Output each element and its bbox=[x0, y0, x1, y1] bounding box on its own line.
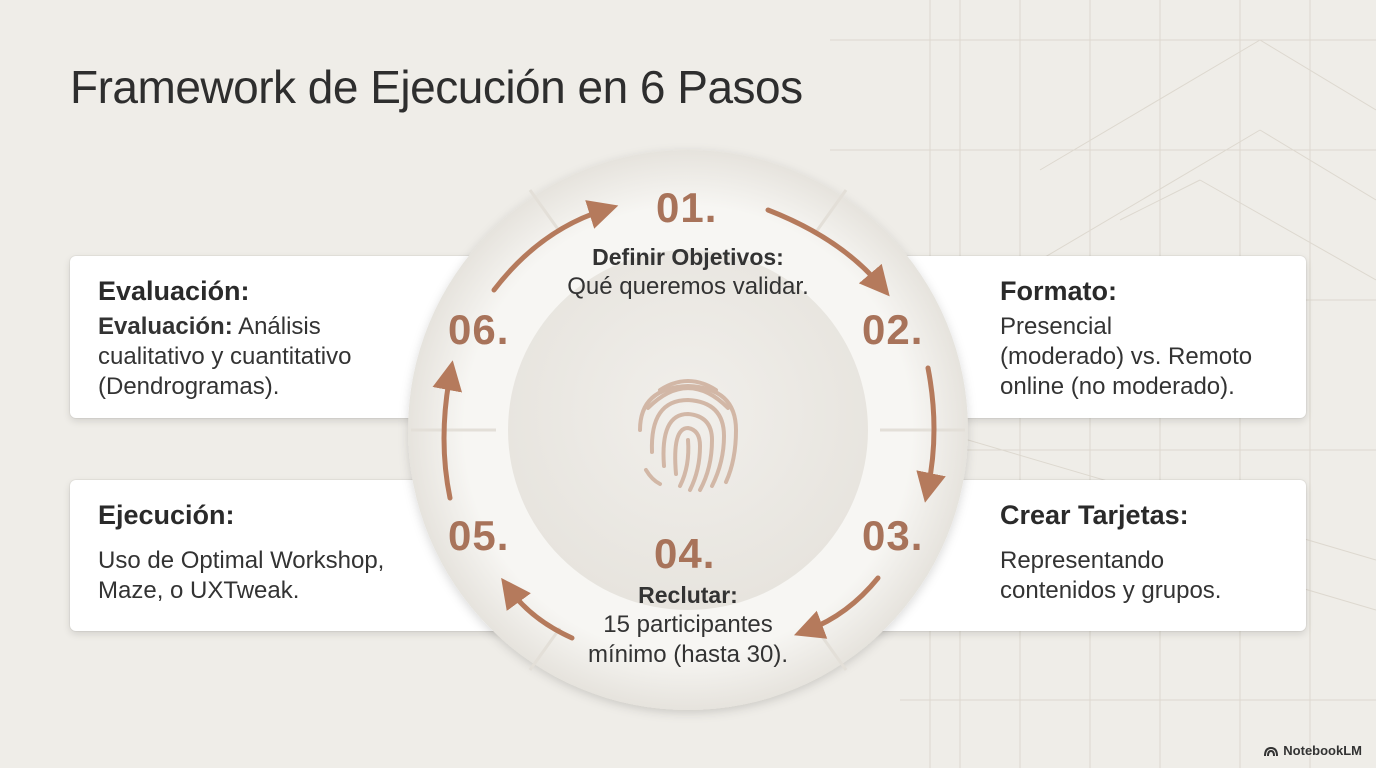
step-02-text: Presencial (moderado) vs. Remoto online (n… bbox=[1000, 312, 1306, 402]
arrow-04-05 bbox=[501, 577, 575, 641]
step-06-number: 06. bbox=[448, 306, 510, 353]
step-03-line-2: contenidos y grupos. bbox=[1000, 577, 1222, 604]
arrow-01-02 bbox=[765, 207, 890, 297]
page-title: Framework de Ejecución en 6 Pasos bbox=[70, 61, 803, 113]
step-01-number: 01. bbox=[656, 184, 718, 231]
step-04-line-1: 15 participantes bbox=[603, 611, 773, 638]
arrow-03-04 bbox=[793, 575, 881, 639]
step-03-number: 03. bbox=[862, 512, 924, 559]
segment-divider bbox=[528, 627, 562, 671]
step-04-line-2: mínimo (hasta 30). bbox=[587, 641, 789, 668]
step-06-inline-bold: Evaluación: bbox=[98, 313, 233, 340]
step-01-heading: Definir Objetivos: bbox=[592, 244, 784, 270]
step-05-text: Uso de Optimal Workshop, Maze, o UXTweak. bbox=[98, 546, 510, 606]
step-06-heading: Evaluación: bbox=[98, 276, 250, 306]
arrow-05-06 bbox=[432, 360, 463, 501]
fingerprint-icon bbox=[638, 379, 739, 492]
step-02-line-2: (moderado) vs. Remoto bbox=[1000, 343, 1253, 370]
arrow-02-03 bbox=[916, 365, 946, 503]
step-02-number: 02. bbox=[862, 306, 924, 353]
brand-text: NotebookLM bbox=[1283, 743, 1362, 758]
step-05-line-1: Uso de Optimal Workshop, bbox=[98, 547, 385, 574]
brand-logo: NotebookLM bbox=[1264, 743, 1362, 758]
step-05-line-2: Maze, o UXTweak. bbox=[98, 577, 300, 604]
step-05-heading: Ejecución: bbox=[98, 500, 235, 530]
step-06-line-3: (Dendrogramas). bbox=[98, 373, 280, 400]
step-02-line-1: Presencial bbox=[1000, 313, 1113, 340]
step-05-number: 05. bbox=[448, 512, 510, 559]
step-06-text: Evaluación: Análisis cualitativo y cuanti… bbox=[98, 312, 510, 402]
step-06-line-1: Análisis bbox=[232, 313, 321, 340]
arrow-06-01 bbox=[491, 200, 619, 293]
step-06-card: Evaluación: Evaluación: Análisis cualitat… bbox=[70, 256, 510, 418]
segment-divider bbox=[814, 189, 848, 233]
step-04-text: Reclutar: 15 participantes mínimo (hasta… bbox=[538, 580, 838, 670]
step-01-desc: Qué queremos validar. bbox=[567, 273, 809, 300]
step-01-text: Definir Objetivos: Qué queremos validar. bbox=[538, 242, 838, 302]
notebooklm-logo-icon bbox=[1264, 746, 1279, 756]
segment-divider bbox=[528, 189, 562, 233]
step-04-number: 04. bbox=[654, 530, 716, 577]
step-02-heading: Formato: bbox=[1000, 276, 1117, 306]
step-02-line-3: online (no moderado). bbox=[1000, 373, 1235, 400]
step-06-line-2: cualitativo y cuantitativo bbox=[98, 343, 352, 370]
step-03-line-1: Representando bbox=[1000, 547, 1165, 574]
step-04-heading: Reclutar: bbox=[638, 582, 738, 608]
step-03-heading: Crear Tarjetas: bbox=[1000, 500, 1189, 530]
step-03-text: Representando contenidos y grupos. bbox=[1000, 546, 1306, 606]
